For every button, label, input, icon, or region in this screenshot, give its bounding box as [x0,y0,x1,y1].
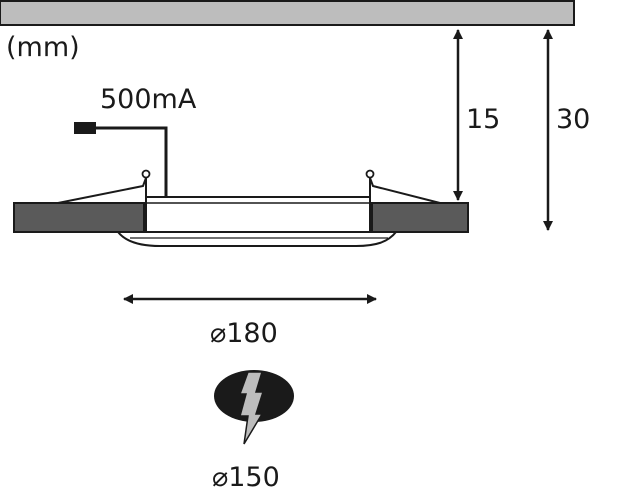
power-cable [96,126,168,197]
unit-label: (mm) [6,32,80,63]
spring-clip-left [57,177,147,204]
lightning-bolt-icon [238,371,265,445]
height-inner-label: 15 [466,104,501,135]
spring-clip-right [369,177,441,204]
ceiling-panel-left [13,202,145,233]
diameter-cutout-label: ⌀150 [212,462,280,493]
ceiling-slab [0,0,575,26]
height-total-label: 30 [556,104,591,135]
spring-clip-pivot-left [141,169,151,179]
spring-clip-pivot-right [365,169,375,179]
diameter-outer-label: ⌀180 [210,318,278,349]
fixture-trim-ring [115,231,399,247]
current-rating-label: 500mA [100,84,197,115]
power-connector [74,122,96,134]
ceiling-panel-right [371,202,469,233]
